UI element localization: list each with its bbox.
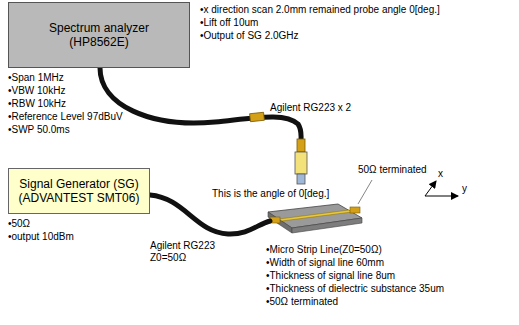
note-text: •Thickness of dielectric substance 35um bbox=[266, 283, 444, 295]
note-text: Agilent RG223 x 2 bbox=[270, 102, 351, 114]
x-axis-arrow bbox=[425, 181, 436, 196]
note-text: •50Ω bbox=[8, 218, 30, 230]
note-text: •Width of signal line 60mm bbox=[266, 257, 384, 269]
note-text: •Output of SG 2.0GHz bbox=[200, 30, 299, 42]
signal-line bbox=[279, 210, 352, 221]
probe-tip bbox=[297, 174, 305, 184]
note-text: •Span 1MHz bbox=[8, 72, 64, 84]
note-text: •x direction scan 2.0mm remained probe a… bbox=[200, 4, 440, 16]
note-text: 50Ω terminated bbox=[358, 164, 427, 176]
note-text: •Reference Level 97dBuV bbox=[8, 111, 123, 123]
note-text: •Micro Strip Line(Z0=50Ω) bbox=[266, 244, 382, 256]
note-text: •Lift off 10um bbox=[200, 17, 258, 29]
box-title: Spectrum analyzer (HP8562E) bbox=[37, 21, 161, 50]
leader-line bbox=[358, 180, 372, 204]
note-text: y bbox=[462, 183, 467, 195]
note-text: •VBW 10kHz bbox=[8, 85, 65, 97]
cable-connector bbox=[297, 139, 305, 152]
note-text: This is the angle of 0[deg.] bbox=[212, 188, 329, 200]
cable-connector bbox=[250, 112, 265, 121]
note-text: •Thickness of signal line 8um bbox=[266, 270, 395, 282]
coax-cable bbox=[150, 195, 270, 234]
instrument-box: Signal Generator (SG) (ADVANTEST SMT06) bbox=[8, 168, 150, 214]
sma-connector bbox=[350, 207, 360, 213]
box-title: Signal Generator (SG) (ADVANTEST SMT06) bbox=[17, 177, 141, 206]
board-edge bbox=[292, 218, 362, 233]
instrument-box: Spectrum analyzer (HP8562E) bbox=[8, 2, 190, 68]
y-axis-arrow bbox=[425, 196, 458, 197]
note-text: x bbox=[438, 168, 443, 180]
magnetic-probe bbox=[295, 152, 307, 174]
note-text: •SWP 50.0ms bbox=[8, 124, 70, 136]
note-text: •output 10dBm bbox=[8, 231, 74, 243]
note-text: Agilent RG223 Z0=50Ω bbox=[150, 240, 226, 264]
note-text: •RBW 10kHz bbox=[8, 98, 66, 110]
note-text: •50Ω terminated bbox=[266, 296, 338, 308]
